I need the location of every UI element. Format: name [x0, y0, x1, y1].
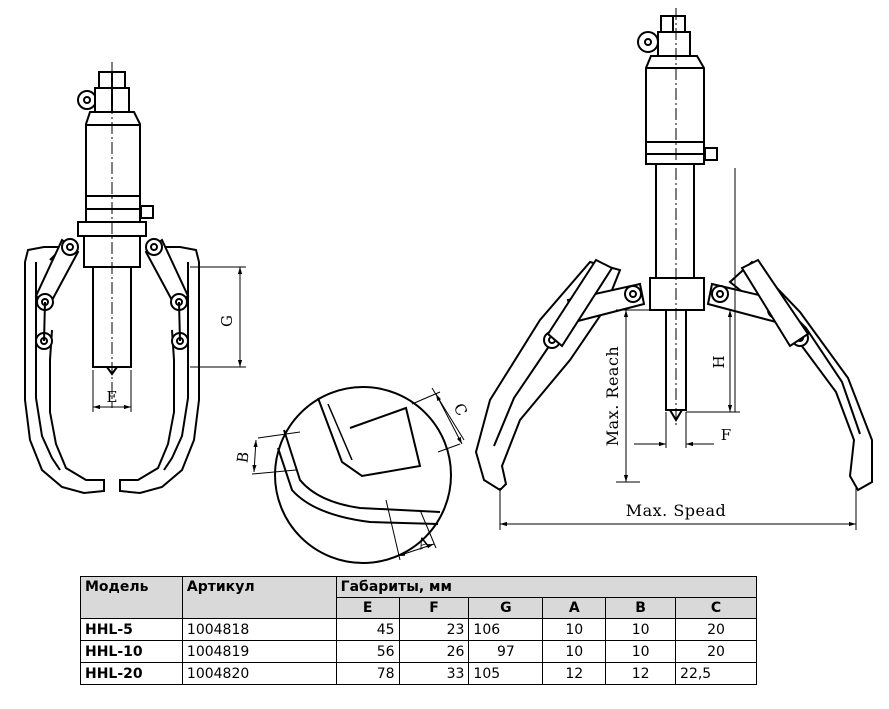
header-e: E	[335, 597, 400, 619]
header-dimensions: Габариты, мм	[335, 576, 758, 598]
dimension-max-spread	[499, 488, 857, 530]
dimension-max-reach	[616, 309, 650, 483]
cell-article: 1004819	[181, 640, 337, 663]
header-b: B	[605, 597, 677, 619]
cell-g: 97	[468, 640, 544, 663]
header-f: F	[398, 597, 470, 619]
cell-a: 10	[542, 640, 607, 663]
puller-closed-view	[24, 62, 200, 495]
label-e: E	[107, 388, 118, 406]
cell-g: 105	[468, 662, 544, 685]
puller-open-view	[474, 8, 873, 492]
table-row: HHL-5 1004818 45 23 106 10 10 20	[80, 618, 757, 641]
label-max-spread: Max. Spead	[626, 501, 727, 520]
label-c: C	[450, 400, 471, 419]
dimension-h	[686, 168, 740, 413]
cell-g: 106	[468, 618, 544, 641]
cell-f: 26	[398, 640, 470, 663]
label-h: H	[710, 355, 728, 368]
cell-e: 45	[335, 618, 400, 641]
cell-a: 10	[542, 618, 607, 641]
dimension-e	[92, 370, 132, 412]
cell-c: 20	[675, 618, 757, 641]
cell-e: 78	[335, 662, 400, 685]
cell-b: 10	[605, 640, 677, 663]
table-row: HHL-10 1004819 56 26 97 10 10 20	[80, 640, 757, 663]
cell-b: 12	[605, 662, 677, 685]
header-row: Модель Артикул Габариты, мм	[80, 576, 758, 619]
jaw-tip-detail	[251, 386, 465, 564]
cell-a: 12	[542, 662, 607, 685]
cell-f: 33	[398, 662, 470, 685]
cell-article: 1004818	[181, 618, 337, 641]
cell-f: 23	[398, 618, 470, 641]
technical-drawing: G E C B A	[24, 8, 873, 564]
cell-c: 22,5	[675, 662, 757, 685]
header-article: Артикул	[181, 576, 337, 619]
header-c: C	[675, 597, 757, 619]
label-f: F	[721, 426, 731, 444]
cell-c: 20	[675, 640, 757, 663]
label-max-reach: Max. Reach	[603, 346, 622, 446]
spec-table: Модель Артикул Габариты, мм E F G A B C …	[80, 576, 758, 685]
label-b: B	[233, 451, 252, 464]
table-row: HHL-20 1004820 78 33 105 12 12 22,5	[80, 662, 757, 685]
subheader-row: E F G A B C	[81, 597, 757, 619]
cell-article: 1004820	[181, 662, 337, 685]
cell-model: HHL-10	[80, 640, 183, 663]
header-a: A	[542, 597, 607, 619]
dimension-f	[634, 412, 714, 448]
cell-model: HHL-20	[80, 662, 183, 685]
cell-e: 56	[335, 640, 400, 663]
dimension-g	[190, 266, 246, 368]
label-a: A	[415, 533, 432, 554]
header-model: Модель	[80, 576, 183, 619]
cell-b: 10	[605, 618, 677, 641]
header-g: G	[468, 597, 544, 619]
cell-model: HHL-5	[80, 618, 183, 641]
label-g: G	[218, 315, 236, 327]
